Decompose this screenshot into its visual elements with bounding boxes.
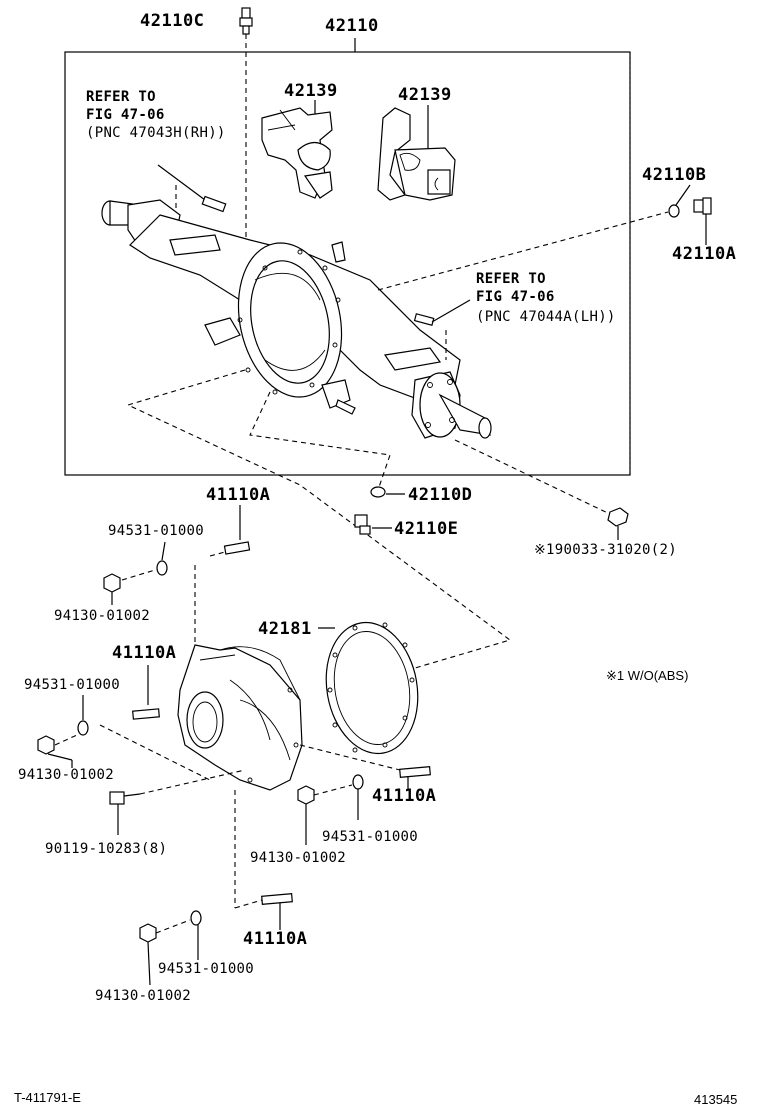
refer-lh-line1: REFER TO bbox=[476, 271, 546, 287]
grease-fitting-42110c bbox=[239, 7, 253, 250]
label-94130-c[interactable]: 94130-01002 bbox=[250, 850, 347, 866]
label-42110a-top[interactable]: 42110A bbox=[672, 244, 737, 264]
label-42181[interactable]: 42181 bbox=[258, 619, 312, 639]
washer-42110d[interactable] bbox=[370, 486, 405, 498]
label-41110a-d[interactable]: 41110A bbox=[243, 929, 308, 949]
rear-axle-housing[interactable] bbox=[101, 199, 492, 439]
stud-41110a-c[interactable] bbox=[297, 744, 431, 845]
refer-rh-line1: REFER TO bbox=[86, 89, 156, 105]
footer-figure-id: T-411791-E bbox=[14, 1090, 81, 1105]
differential-carrier[interactable] bbox=[177, 644, 303, 791]
label-94531-a[interactable]: 94531-01000 bbox=[108, 523, 205, 539]
bracket-42139-left[interactable] bbox=[261, 100, 333, 199]
label-42110b[interactable]: 42110B bbox=[642, 165, 707, 185]
gasket-42181[interactable] bbox=[316, 615, 428, 761]
refer-rh-line2: FIG 47-06 bbox=[86, 107, 165, 123]
label-41110a-c[interactable]: 41110A bbox=[372, 786, 437, 806]
label-94531-d[interactable]: 94531-01000 bbox=[158, 961, 255, 977]
label-42110c[interactable]: 42110C bbox=[140, 11, 205, 31]
label-94130-d[interactable]: 94130-01002 bbox=[95, 988, 192, 1004]
label-42139-left[interactable]: 42139 bbox=[284, 81, 338, 101]
bracket-42139-right[interactable] bbox=[377, 105, 456, 201]
stud-41110a-top[interactable] bbox=[103, 505, 251, 645]
label-41110a-top[interactable]: 41110A bbox=[206, 485, 271, 505]
label-41110a-b[interactable]: 41110A bbox=[112, 643, 177, 663]
bolt-refer-lh bbox=[413, 299, 471, 360]
label-190033[interactable]: ※190033-31020(2) bbox=[534, 542, 677, 558]
label-42110[interactable]: 42110 bbox=[325, 16, 379, 36]
refer-lh-line2: FIG 47-06 bbox=[476, 289, 555, 305]
footer-page-id: 413545 bbox=[694, 1092, 738, 1107]
bolt-90119[interactable] bbox=[109, 769, 246, 835]
label-42110e[interactable]: 42110E bbox=[394, 519, 459, 539]
label-42139-right[interactable]: 42139 bbox=[398, 85, 452, 105]
dash-bottom-flange bbox=[249, 391, 391, 491]
refer-lh-line3: (PNC 47044A(LH)) bbox=[476, 309, 616, 325]
label-94531-b[interactable]: 94531-01000 bbox=[24, 677, 121, 693]
label-94531-c[interactable]: 94531-01000 bbox=[322, 829, 419, 845]
nut-190033[interactable] bbox=[607, 507, 629, 540]
abs-note: ※1 W/O(ABS) bbox=[606, 668, 689, 683]
label-90119[interactable]: 90119-10283(8) bbox=[45, 841, 168, 857]
plug-42110a-top[interactable] bbox=[693, 197, 712, 245]
bolt-refer-rh bbox=[157, 164, 227, 225]
stud-41110a-b[interactable] bbox=[37, 665, 211, 781]
plug-42110e[interactable] bbox=[354, 514, 392, 535]
label-94130-a[interactable]: 94130-01002 bbox=[54, 608, 151, 624]
stud-41110a-d[interactable] bbox=[139, 790, 293, 986]
refer-rh-line3: (PNC 47043H(RH)) bbox=[86, 125, 226, 141]
label-94130-b[interactable]: 94130-01002 bbox=[18, 767, 115, 783]
washer-42110b[interactable] bbox=[668, 204, 680, 218]
dash-190033 bbox=[454, 439, 613, 516]
dash-flange-to-carrier bbox=[126, 369, 512, 669]
label-42110d[interactable]: 42110D bbox=[408, 485, 473, 505]
